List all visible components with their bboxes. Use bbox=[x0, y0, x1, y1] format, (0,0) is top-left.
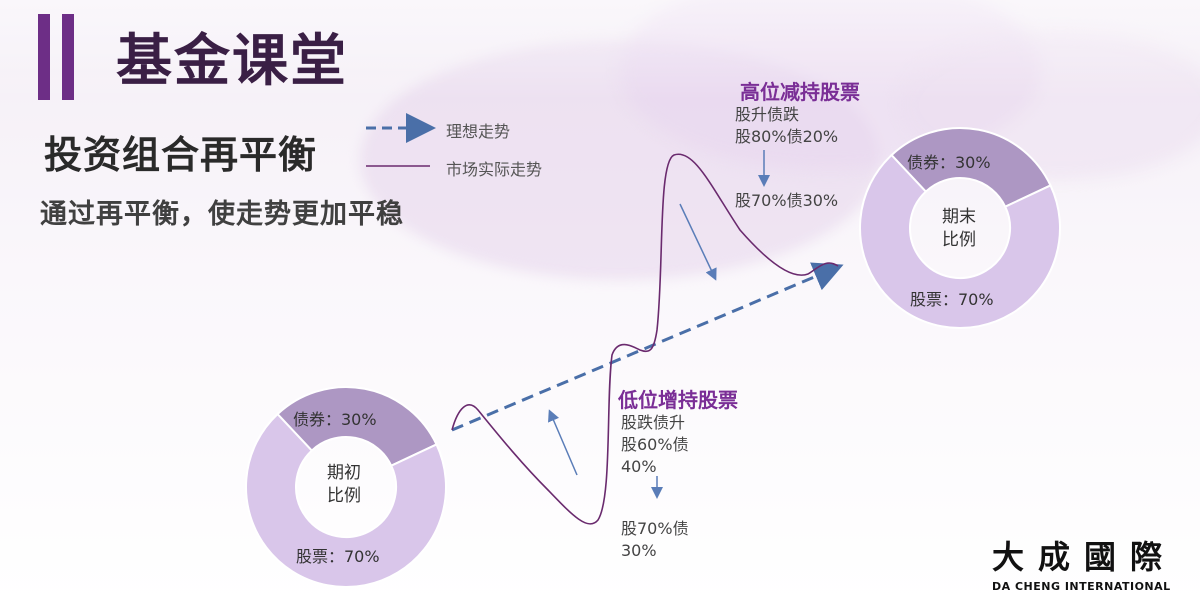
legend-ideal-label: 理想走势 bbox=[446, 122, 511, 141]
end-center-label: 期末 比例 bbox=[929, 206, 989, 252]
donut-start bbox=[245, 386, 447, 588]
low-result2: 30% bbox=[621, 541, 657, 560]
end-center-line1: 期末 bbox=[942, 207, 976, 227]
donut-end bbox=[859, 127, 1061, 329]
start-center-line2: 比例 bbox=[327, 486, 361, 506]
start-center-line1: 期初 bbox=[327, 463, 361, 483]
low-line2: 股60%债 bbox=[621, 435, 689, 454]
bond-slice bbox=[890, 127, 1052, 209]
high-line1: 股升债跌 bbox=[735, 105, 800, 124]
actual-trend-line bbox=[451, 153, 839, 525]
high-line2: 股80%债20% bbox=[735, 127, 839, 146]
ideal-trend-line bbox=[451, 262, 844, 432]
high-heading: 高位减持股票 bbox=[740, 80, 860, 104]
stock-slice bbox=[859, 153, 1061, 329]
logo-cn: 大成國際 bbox=[992, 538, 1177, 576]
low-result1: 股70%债 bbox=[621, 519, 689, 538]
legend-actual-label: 市场实际走势 bbox=[446, 160, 543, 179]
company-logo: 大成國際 DA CHENG INTERNATIONAL bbox=[992, 532, 1176, 593]
end-bond-label: 债券：30% bbox=[907, 153, 991, 172]
low-heading: 低位增持股票 bbox=[618, 388, 738, 412]
high-result: 股70%债30% bbox=[735, 191, 839, 210]
end-center-line2: 比例 bbox=[942, 230, 976, 250]
start-stock-label: 股票：70% bbox=[296, 547, 380, 566]
tagline: 通过再平衡，使走势更加平稳 bbox=[40, 199, 404, 230]
header-band bbox=[0, 0, 1200, 100]
logo-en: DA CHENG INTERNATIONAL bbox=[992, 580, 1171, 593]
start-bond-label: 债券：30% bbox=[293, 410, 377, 429]
stock-slice bbox=[245, 412, 447, 588]
low-line1: 股跌债升 bbox=[621, 413, 686, 432]
end-stock-label: 股票：70% bbox=[910, 290, 994, 309]
low-line3: 40% bbox=[621, 457, 657, 476]
subtitle: 投资组合再平衡 bbox=[44, 133, 318, 177]
page-title: 基金课堂 bbox=[116, 29, 348, 94]
start-center-label: 期初 比例 bbox=[314, 462, 374, 508]
title-accent-bar bbox=[38, 14, 50, 100]
down-arrow-high bbox=[679, 203, 717, 281]
bond-slice bbox=[276, 386, 438, 468]
up-arrow-low bbox=[548, 409, 578, 476]
title-accent-bar bbox=[62, 14, 74, 100]
